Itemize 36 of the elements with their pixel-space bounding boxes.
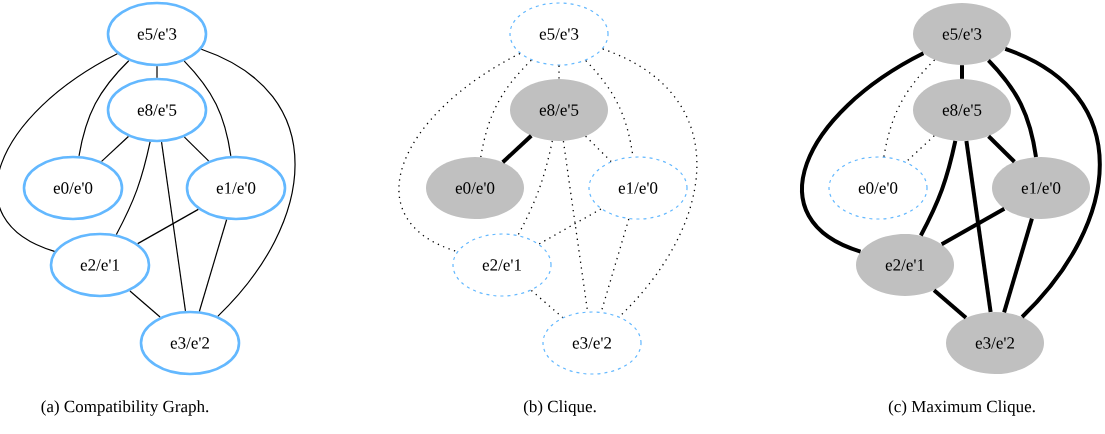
graph-edge [183,136,210,162]
graph-edge [183,60,232,157]
graph-edge [602,48,698,318]
graph-edge [101,135,129,163]
graph-edge [940,207,1006,246]
graph-edge [883,59,936,158]
graph-edge [137,208,199,245]
graph-edge [987,134,1016,164]
graph-edge [960,65,964,79]
graph-edge [919,140,958,237]
subfigure-caption: (a) Compatibility Graph. [41,400,209,416]
graph-edge [198,219,228,312]
graph-edge [1004,47,1102,319]
graph-edge [156,65,158,79]
graph-edge [905,135,935,163]
graph-edge [480,59,532,158]
subfigure-caption: (c) Maximum Clique. [888,400,1035,416]
graph-edge [0,53,118,252]
graph-edge [538,208,602,245]
graph-edge [584,135,612,163]
graph-edge [987,58,1038,158]
graph-edge [558,64,560,80]
graph-edge [964,140,993,313]
graph-edge [398,52,521,253]
graph-edge [129,290,161,318]
graph-edge [800,51,925,254]
graph-edge [200,48,296,317]
subfigure-caption: (b) Clique. [523,400,596,416]
graph-edge [160,141,187,312]
graph-edge [501,134,533,164]
graph-edge [517,140,553,236]
graph-edge [115,141,151,236]
graph-edge [78,60,130,157]
graph-edge [1002,218,1034,313]
graph-edge [530,289,564,319]
graph-edge [932,288,968,320]
